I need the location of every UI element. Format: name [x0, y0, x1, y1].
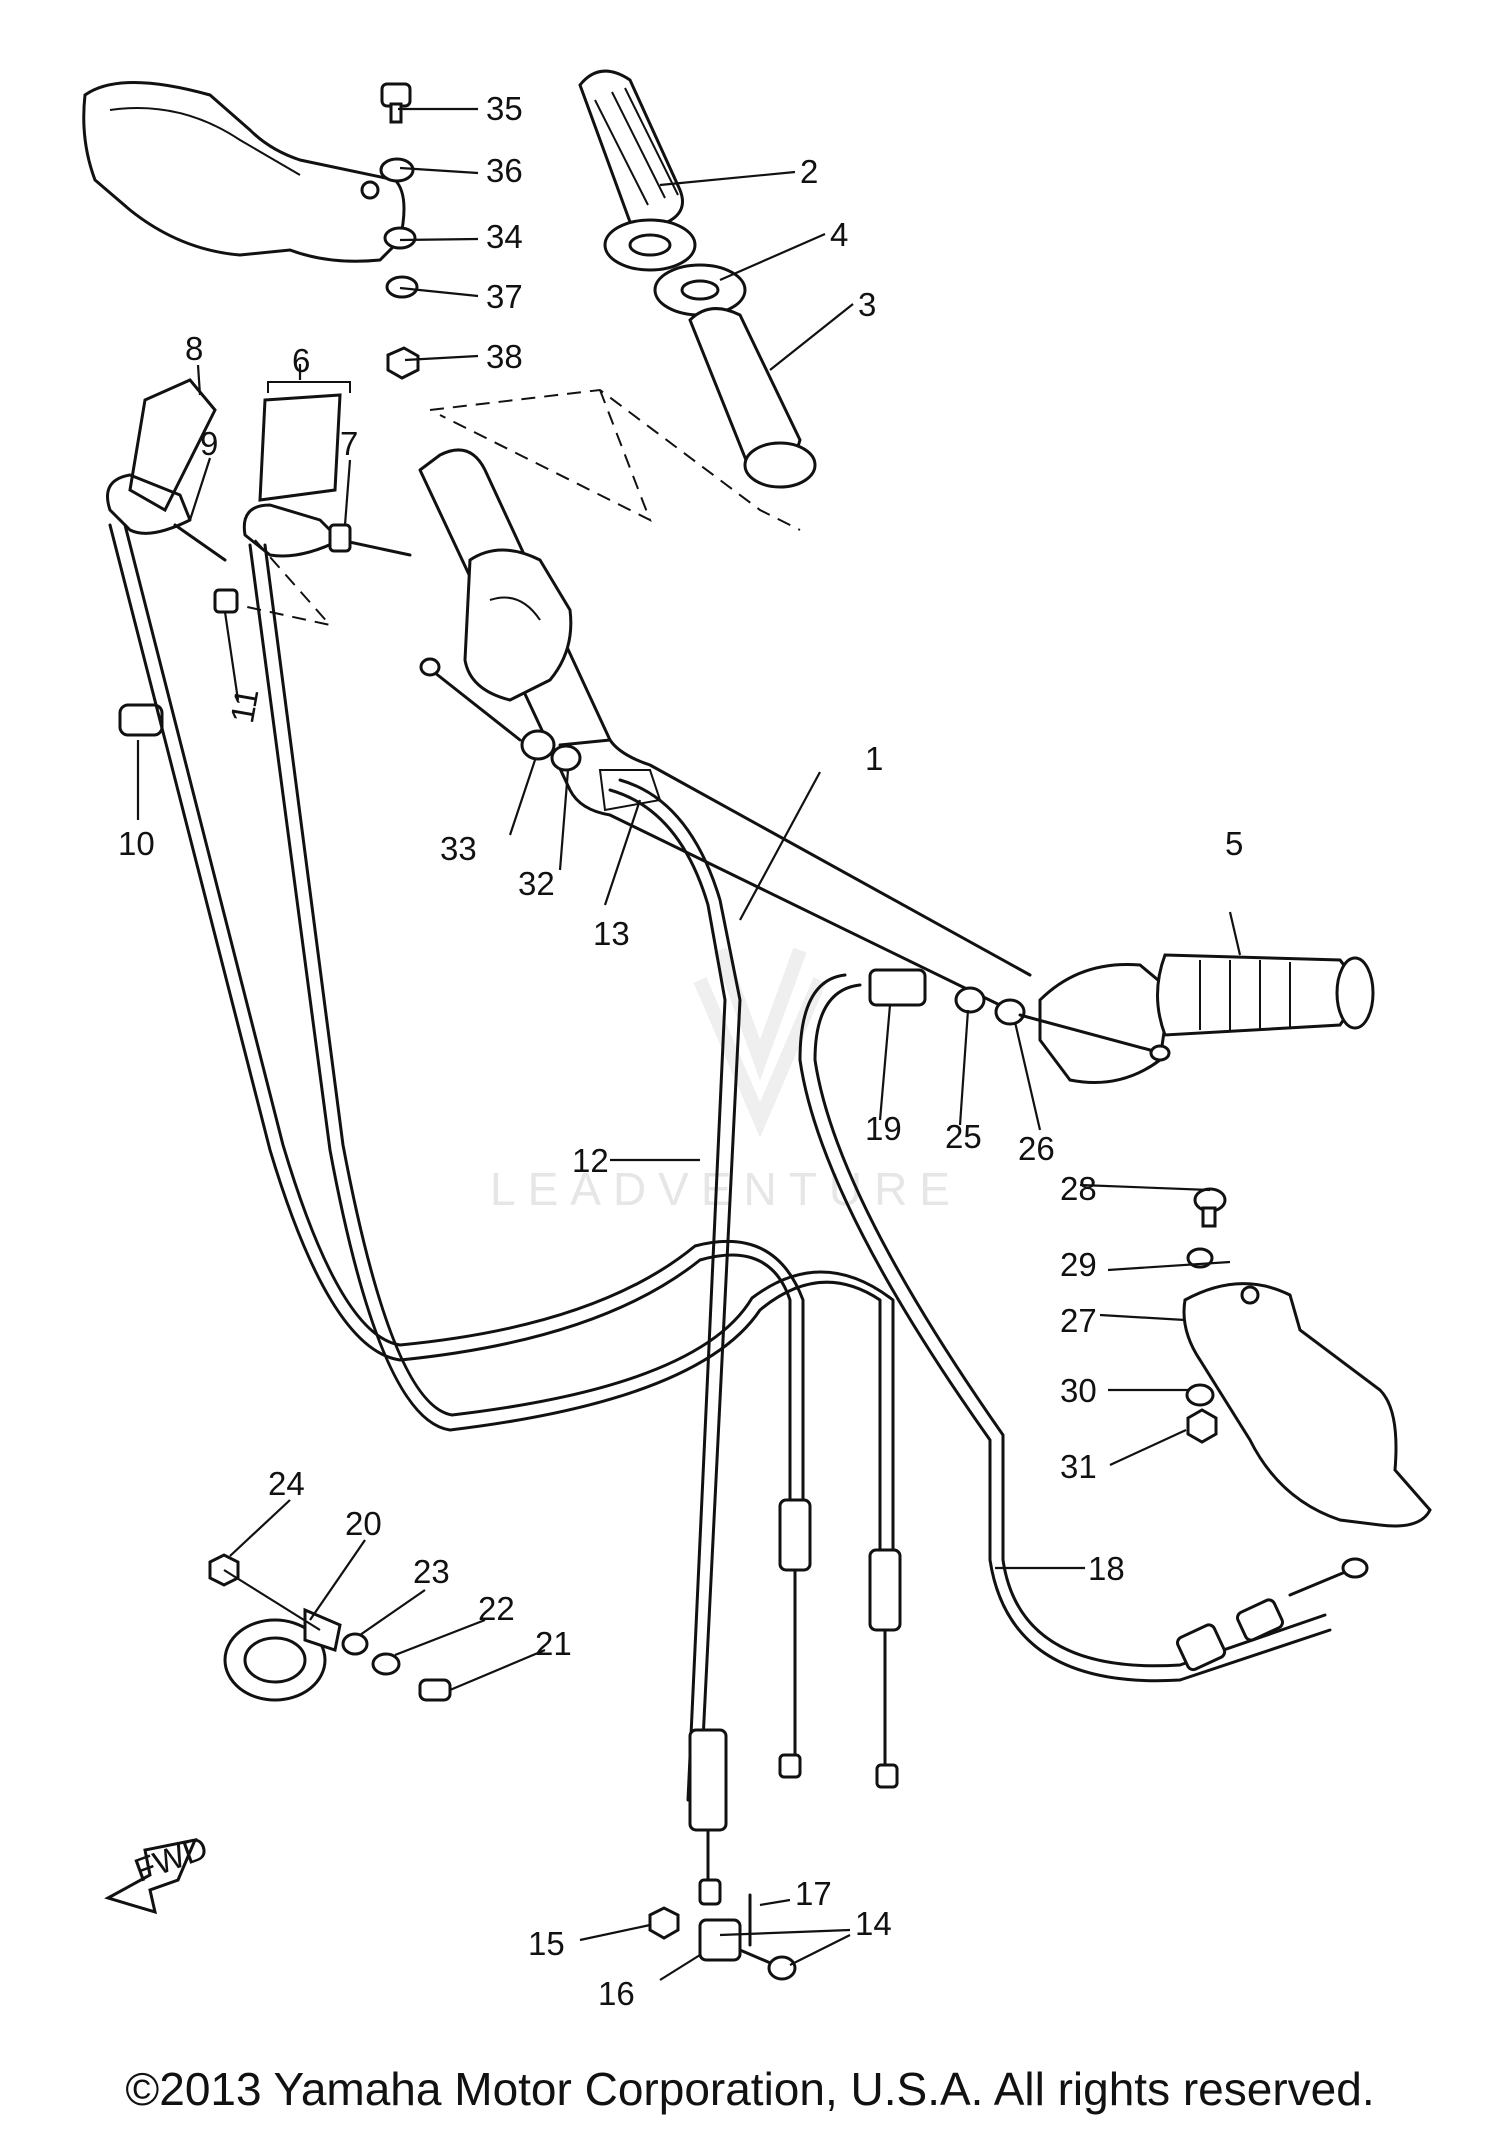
watermark-text: LEADVENTURE [490, 1163, 962, 1215]
starter-cable[interactable] [798, 973, 1332, 1683]
clutch-perch[interactable] [463, 548, 573, 702]
callout-4: 4 [830, 216, 848, 253]
clutch-cable[interactable] [108, 523, 805, 1502]
grommet-10[interactable] [118, 703, 164, 737]
callout-22: 22 [478, 1590, 515, 1627]
callout-32: 32 [518, 865, 555, 902]
cable-adjusters-bottom[interactable] [688, 1498, 902, 1906]
callout-6: 6 [292, 342, 310, 379]
grip-collar[interactable] [653, 263, 747, 317]
callout-labels: 35 36 34 37 38 2 4 3 8 6 9 7 11 10 1 33 … [118, 90, 1243, 2012]
callout-3: 3 [858, 286, 876, 323]
callout-15: 15 [528, 1925, 565, 1962]
callout-28: 28 [1060, 1170, 1097, 1207]
clutch-cable-adjuster[interactable] [419, 657, 582, 772]
adjuster-bolts[interactable] [173, 523, 412, 614]
callout-23: 23 [413, 1553, 450, 1590]
cable-clamp[interactable] [223, 1607, 342, 1702]
callout-34: 34 [486, 218, 523, 255]
callout-2: 2 [800, 153, 818, 190]
throttle-cable-adjuster[interactable] [868, 968, 1171, 1062]
callout-35: 35 [486, 90, 523, 127]
left-hand-guard[interactable] [82, 81, 406, 263]
callout-29: 29 [1060, 1246, 1097, 1283]
callout-30: 30 [1060, 1372, 1097, 1409]
throttle-cable[interactable] [598, 769, 742, 1802]
copyright-notice: ©2013 Yamaha Motor Corporation, U.S.A. A… [125, 2063, 1375, 2115]
callout-5: 5 [1225, 825, 1243, 862]
right-grip[interactable] [578, 69, 697, 272]
cable-joint-parts[interactable] [648, 1893, 797, 1981]
choke-lever-end[interactable] [1176, 1557, 1369, 1672]
brake-cable[interactable] [248, 543, 895, 1552]
watermark-logo [693, 947, 827, 1138]
throttle-tube[interactable] [688, 307, 817, 489]
lever-6-bracket-line [267, 381, 351, 393]
callout-21: 21 [535, 1625, 572, 1662]
callout-37: 37 [486, 278, 523, 315]
dashed-guide-lever [214, 539, 333, 627]
callout-14: 14 [855, 1905, 892, 1942]
callout-19: 19 [865, 1110, 902, 1147]
throttle-housing[interactable] [1038, 962, 1172, 1084]
callout-9: 9 [200, 425, 218, 462]
left-grip[interactable] [1156, 953, 1375, 1037]
callout-36: 36 [486, 152, 523, 189]
callout-13: 13 [593, 915, 630, 952]
callout-17: 17 [795, 1875, 832, 1912]
callout-33: 33 [440, 830, 477, 867]
clutch-lever-bracket[interactable] [106, 378, 217, 535]
right-guard-fasteners[interactable] [1185, 1187, 1227, 1444]
handlebar[interactable] [418, 448, 1032, 1012]
brake-lever-bracket[interactable] [242, 393, 342, 558]
leader-lines [136, 107, 1242, 1981]
callout-7: 7 [340, 425, 358, 462]
callout-24: 24 [268, 1465, 305, 1502]
hand-guard-fasteners[interactable] [379, 82, 420, 380]
callout-25: 25 [945, 1118, 982, 1155]
callout-1: 1 [865, 740, 883, 777]
callout-27: 27 [1060, 1302, 1097, 1339]
callout-26: 26 [1018, 1130, 1055, 1167]
callout-20: 20 [345, 1505, 382, 1542]
right-hand-guard[interactable] [1182, 1282, 1432, 1528]
callout-10: 10 [118, 825, 155, 862]
callout-12: 12 [572, 1142, 609, 1179]
callout-11: 11 [223, 686, 265, 726]
callout-31: 31 [1060, 1448, 1097, 1485]
fwd-arrow-icon: FWD [104, 1828, 213, 1915]
callout-18: 18 [1088, 1550, 1125, 1587]
dashed-fit-guide [429, 388, 801, 531]
clamp-fasteners[interactable] [208, 1553, 452, 1702]
callout-38: 38 [486, 338, 523, 375]
callout-16: 16 [598, 1975, 635, 2012]
callout-8: 8 [185, 330, 203, 367]
